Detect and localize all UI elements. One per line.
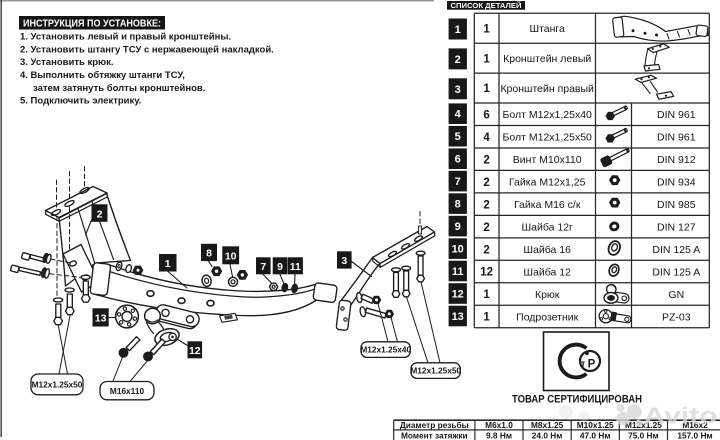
- svg-text:СПИСОК ДЕТАЛЕЙ: СПИСОК ДЕТАЛЕЙ: [451, 1, 522, 10]
- svg-text:1: 1: [165, 258, 171, 270]
- svg-text:8: 8: [206, 248, 212, 260]
- svg-text:5: 5: [455, 131, 461, 143]
- svg-text:М12х1.25х40: М12х1.25х40: [360, 345, 411, 355]
- svg-text:1. Установить левый и правый к: 1. Установить левый и правый кронштейны.: [20, 32, 231, 43]
- svg-text:Подрозетник: Подрозетник: [516, 312, 579, 324]
- svg-text:4: 4: [483, 132, 490, 144]
- svg-text:DIN 125 A: DIN 125 A: [652, 244, 700, 256]
- svg-text:Шайба 12: Шайба 12: [523, 267, 571, 279]
- svg-text:2: 2: [483, 177, 489, 189]
- svg-text:Момент затяжки: Момент затяжки: [401, 430, 468, 440]
- svg-text:затем затянуть болты кронштейн: затем затянуть болты кронштейнов.: [33, 83, 205, 94]
- svg-text:2: 2: [483, 222, 489, 234]
- svg-text:1: 1: [483, 312, 490, 324]
- svg-text:Штанга: Штанга: [529, 23, 565, 35]
- svg-text:157.0 Нм: 157.0 Нм: [677, 430, 712, 440]
- svg-text:6: 6: [483, 109, 489, 121]
- svg-text:Диаметр резьбы: Диаметр резьбы: [400, 420, 469, 430]
- svg-text:7: 7: [260, 261, 266, 273]
- svg-text:DIN 127: DIN 127: [657, 222, 696, 234]
- svg-text:12: 12: [189, 345, 201, 357]
- svg-text:1: 1: [483, 83, 490, 95]
- svg-text:DIN 985: DIN 985: [657, 199, 696, 211]
- svg-text:Крюк: Крюк: [535, 289, 560, 301]
- svg-text:1: 1: [483, 289, 490, 301]
- svg-text:Кронштейн левый: Кронштейн левый: [503, 53, 591, 65]
- svg-text:9: 9: [277, 261, 283, 273]
- svg-text:13: 13: [95, 313, 107, 325]
- svg-text:12: 12: [480, 267, 493, 279]
- svg-text:DIN 961: DIN 961: [657, 109, 696, 121]
- svg-text:Avito: Avito: [644, 403, 718, 429]
- svg-text:GN: GN: [668, 289, 684, 301]
- svg-text:Винт М10х110: Винт М10х110: [513, 154, 582, 166]
- svg-text:М12х1.25х50: М12х1.25х50: [410, 366, 461, 376]
- svg-text:DIN 961: DIN 961: [657, 132, 696, 144]
- svg-text:М8х1.25: М8х1.25: [531, 420, 564, 430]
- svg-text:DIN 934: DIN 934: [657, 177, 696, 189]
- svg-text:6: 6: [455, 154, 461, 166]
- svg-text:13: 13: [452, 311, 464, 323]
- svg-text:М10х1.25: М10х1.25: [577, 420, 614, 430]
- svg-text:PZ-03: PZ-03: [662, 312, 691, 324]
- svg-text:М6х1.0: М6х1.0: [485, 420, 513, 430]
- svg-text:10: 10: [452, 244, 464, 256]
- svg-text:М12х1.25: М12х1.25: [625, 420, 662, 430]
- svg-text:1: 1: [455, 24, 461, 36]
- svg-text:Р: Р: [588, 359, 596, 371]
- svg-text:8: 8: [455, 199, 461, 211]
- svg-text:5. Подключить электрику.: 5. Подключить электрику.: [20, 96, 141, 107]
- svg-text:Гайка М16 с/к: Гайка М16 с/к: [514, 199, 581, 211]
- svg-text:7: 7: [455, 176, 461, 188]
- svg-text:DIN 125 A: DIN 125 A: [652, 267, 700, 279]
- svg-text:3: 3: [455, 84, 461, 96]
- svg-text:4: 4: [455, 109, 462, 121]
- svg-text:9.8 Нм: 9.8 Нм: [486, 430, 512, 440]
- svg-text:10: 10: [225, 250, 237, 262]
- svg-text:12: 12: [452, 289, 464, 301]
- svg-text:2: 2: [97, 208, 103, 220]
- svg-text:Гайка М12х1,25: Гайка М12х1,25: [509, 177, 586, 189]
- svg-text:4. Выполнить обтяжку штанги ТС: 4. Выполнить обтяжку штанги ТСУ,: [20, 70, 185, 81]
- svg-text:24.0 Нм: 24.0 Нм: [532, 430, 563, 440]
- svg-text:Кронштейн правый: Кронштейн правый: [500, 83, 594, 95]
- svg-text:т: т: [581, 358, 586, 369]
- svg-text:ИНСТРУКЦИЯ ПО УСТАНОВКЕ:: ИНСТРУКЦИЯ ПО УСТАНОВКЕ:: [23, 18, 161, 29]
- svg-text:3. Установить крюк.: 3. Установить крюк.: [20, 57, 114, 68]
- svg-text:2: 2: [455, 54, 461, 66]
- svg-text:Болт М12х1,25х50: Болт М12х1,25х50: [502, 132, 592, 144]
- svg-text:11: 11: [452, 266, 464, 278]
- svg-text:2. Установить штангу ТСУ с нер: 2. Установить штангу ТСУ с нержавеющей н…: [20, 44, 274, 55]
- svg-text:2: 2: [483, 244, 489, 256]
- svg-text:Шайба 12г: Шайба 12г: [522, 222, 574, 234]
- svg-text:М16х110: М16х110: [110, 386, 145, 396]
- svg-text:М12х1.25х50: М12х1.25х50: [32, 380, 83, 390]
- svg-text:47.0 Нм: 47.0 Нм: [580, 430, 611, 440]
- svg-text:3: 3: [341, 255, 347, 267]
- svg-text:Шайба 16: Шайба 16: [523, 244, 571, 256]
- svg-text:М16х2: М16х2: [682, 420, 708, 430]
- svg-text:1: 1: [483, 53, 490, 65]
- svg-text:2: 2: [483, 199, 489, 211]
- svg-text:11: 11: [290, 261, 301, 273]
- svg-text:9: 9: [455, 221, 461, 233]
- svg-text:DIN 912: DIN 912: [657, 154, 696, 166]
- svg-text:75.0 Нм: 75.0 Нм: [628, 430, 659, 440]
- svg-text:1: 1: [483, 23, 490, 35]
- svg-text:Болт М12х1,25х40: Болт М12х1,25х40: [502, 109, 592, 121]
- svg-text:2: 2: [483, 154, 489, 166]
- svg-text:ТОВАР СЕРТИФИЦИРОВАН: ТОВАР СЕРТИФИЦИРОВАН: [512, 393, 642, 405]
